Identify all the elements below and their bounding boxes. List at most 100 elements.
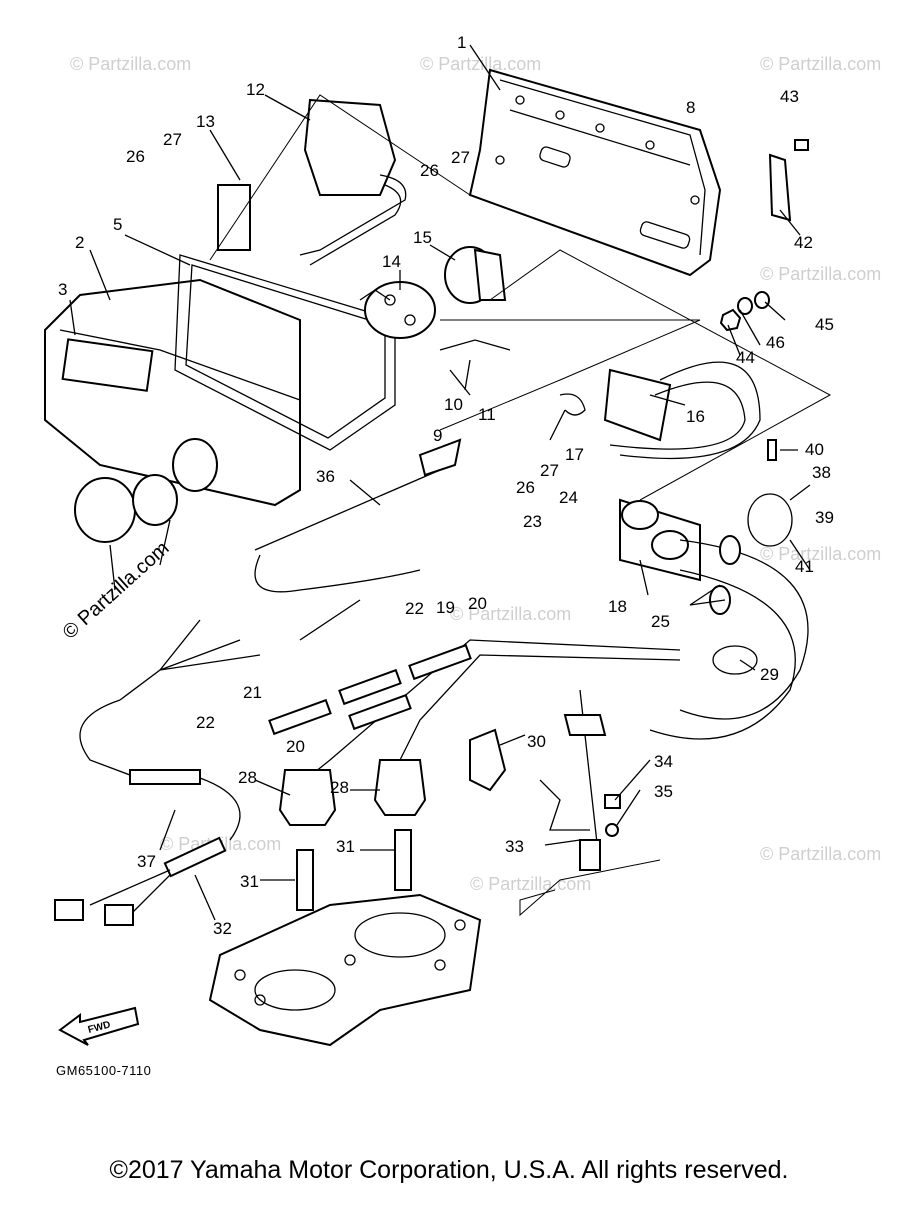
callout-33: 33 — [505, 837, 524, 856]
band-clamp — [747, 439, 793, 547]
fwd-arrow-icon: FWD — [58, 1006, 140, 1046]
ground-lead — [539, 689, 621, 871]
callout-22: 22 — [405, 599, 424, 618]
callout-36: 36 — [316, 467, 335, 486]
callout-43: 43 — [780, 87, 799, 106]
callout-26: 26 — [126, 147, 145, 166]
callout-35: 35 — [654, 782, 673, 801]
callout-28: 28 — [238, 768, 257, 787]
ignition-relay — [444, 246, 507, 304]
callouts: 1 2 3 5 8 9 10 11 12 13 14 15 16 17 18 1… — [58, 33, 834, 938]
callout-14: 14 — [382, 252, 401, 271]
coupler — [104, 904, 134, 926]
callout-38: 38 — [812, 463, 831, 482]
callout-42: 42 — [794, 233, 813, 252]
copyright-notice: ©2017 Yamaha Motor Corporation, U.S.A. A… — [109, 1156, 789, 1184]
leader-lines — [69, 44, 811, 921]
mounting-bracket — [768, 153, 792, 222]
callout-26-mid: 26 — [420, 161, 439, 180]
seal — [132, 474, 178, 526]
callout-15: 15 — [413, 228, 432, 247]
gasket-inner — [185, 264, 386, 439]
callout-22-lower: 22 — [196, 713, 215, 732]
callout-1: 1 — [457, 33, 466, 52]
grommet — [719, 535, 741, 565]
callout-17: 17 — [565, 445, 584, 464]
watermark: © Partzilla.com — [70, 54, 191, 74]
spark-plug — [394, 829, 412, 891]
grommet — [709, 585, 731, 615]
drawing-code: GM65100-7110 — [56, 1063, 152, 1078]
watermark: © Partzilla.com — [760, 54, 881, 74]
callout-8: 8 — [686, 98, 695, 117]
callout-10: 10 — [444, 395, 463, 414]
cylinder-head — [208, 893, 482, 1047]
high-tension-cord — [649, 569, 796, 740]
callout-9: 9 — [433, 426, 442, 445]
callout-20-lower: 20 — [286, 737, 305, 756]
watermark-dark: © Partzilla.com — [59, 537, 174, 644]
electrical-box-housing — [468, 68, 722, 277]
callout-27: 27 — [163, 130, 182, 149]
callout-30: 30 — [527, 732, 546, 751]
callout-40: 40 — [805, 440, 824, 459]
harness-sleeve — [129, 769, 201, 785]
callout-12: 12 — [246, 80, 265, 99]
callout-21: 21 — [243, 683, 262, 702]
high-tension-cord — [679, 539, 809, 720]
plug-cap — [278, 769, 337, 826]
callout-26-lower: 26 — [516, 478, 535, 497]
watermark: © Partzilla.com — [450, 604, 571, 624]
sub-harness — [54, 619, 261, 926]
callout-20: 20 — [468, 594, 487, 613]
coupler — [54, 899, 84, 921]
callout-25: 25 — [651, 612, 670, 631]
cord-clamp — [712, 645, 758, 675]
callout-27-lower: 27 — [540, 461, 559, 480]
holder-bracket — [469, 728, 507, 792]
callout-24: 24 — [559, 488, 578, 507]
cdi-unit — [603, 361, 761, 460]
rectifier-regulator — [299, 98, 407, 266]
callout-37: 37 — [137, 852, 156, 871]
starter-relay — [359, 281, 436, 339]
callout-32: 32 — [213, 919, 232, 938]
electrical-box-cover — [44, 278, 301, 507]
cover-port — [172, 438, 218, 492]
callout-23: 23 — [523, 512, 542, 531]
boundary-lines — [209, 94, 832, 917]
gasket — [174, 254, 396, 451]
callout-16: 16 — [686, 407, 705, 426]
callout-45: 45 — [815, 315, 834, 334]
callout-3: 3 — [58, 280, 67, 299]
callout-46: 46 — [766, 333, 785, 352]
high-tension-cord — [399, 654, 681, 761]
callout-34: 34 — [654, 752, 673, 771]
callout-11: 11 — [478, 405, 496, 424]
clip — [559, 393, 586, 416]
callout-31-right: 31 — [336, 837, 355, 856]
callout-39: 39 — [815, 508, 834, 527]
cap — [74, 477, 136, 543]
callout-18: 18 — [608, 597, 627, 616]
ignition-coil — [619, 498, 701, 582]
callout-27-mid: 27 — [451, 148, 470, 167]
callout-44: 44 — [736, 348, 755, 367]
callout-29: 29 — [760, 665, 779, 684]
watermark: © Partzilla.com — [420, 54, 541, 74]
spark-plug — [296, 849, 314, 911]
callout-19: 19 — [436, 598, 455, 617]
callout-28-right: 28 — [330, 778, 349, 797]
connector — [439, 339, 511, 396]
callout-5: 5 — [113, 215, 122, 234]
callout-2: 2 — [75, 233, 84, 252]
cover-label-plate — [61, 338, 154, 392]
plug-cap — [373, 759, 427, 816]
watermark: © Partzilla.com — [760, 544, 881, 564]
wire-lead — [254, 438, 462, 641]
nut-washers — [719, 291, 770, 332]
callout-31: 31 — [240, 872, 259, 891]
bolt — [794, 139, 809, 151]
callout-41: 41 — [795, 557, 814, 576]
